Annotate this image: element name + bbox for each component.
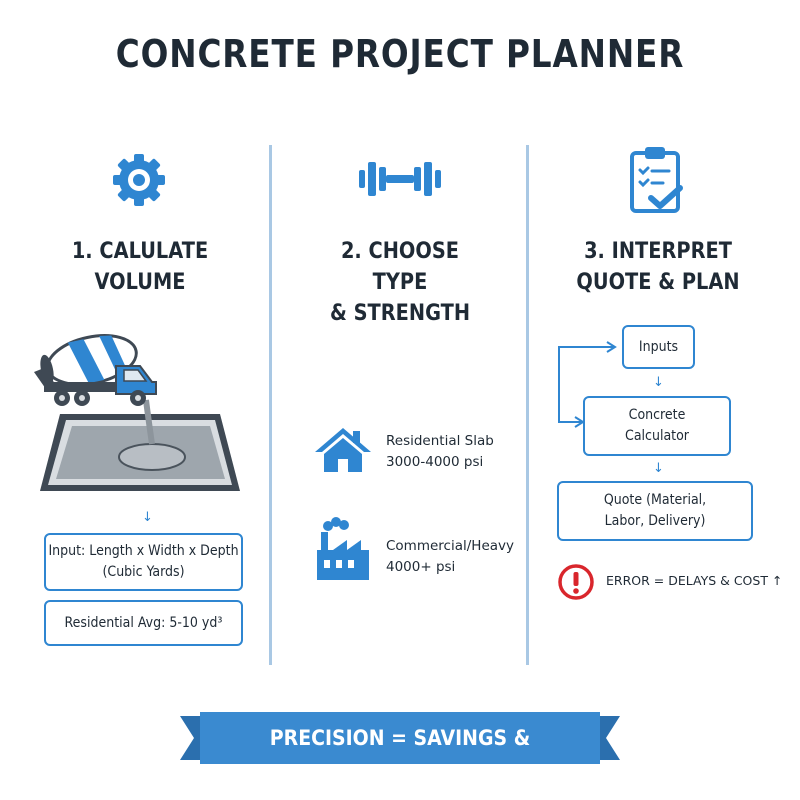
- precision-banner: PRECISION = SAVINGS & EFFICIENCY: [269, 726, 531, 790]
- inputs-box: Inputs: [622, 325, 695, 369]
- error-warning-text: ERROR = DELAYS & COST ↑: [606, 573, 783, 588]
- step-2-title: 2. CHOOSE TYPE & STRENGTH: [329, 239, 471, 326]
- banner-ribbon: [180, 712, 620, 768]
- house-icon: [313, 426, 373, 478]
- concrete-mixer-truck-illustration: [20, 326, 250, 500]
- residential-average-box: Residential Avg: 5-10 yd³: [44, 600, 243, 646]
- commercial-heavy-label: Commercial/Heavy 4000+ psi: [386, 538, 514, 575]
- down-arrow-icon: ↓: [653, 375, 664, 390]
- column-divider-right: [526, 145, 529, 665]
- column-divider-left: [269, 145, 272, 665]
- step-3-title: 3. INTERPRET QUOTE & PLAN: [576, 239, 740, 295]
- step-1-title: 1. CALULATE VOLUME: [71, 239, 209, 295]
- volume-input-box: Input: Length x Width x Depth (Cubic Yar…: [44, 533, 243, 591]
- feedback-loop-arrows: [555, 340, 635, 444]
- exclamation-icon: [557, 563, 595, 605]
- gear-icon: [110, 151, 168, 213]
- dumbbell-icon: [357, 158, 443, 204]
- clipboard-checklist-icon: [629, 144, 685, 220]
- residential-slab-label: Residential Slab 3000-4000 psi: [386, 433, 494, 470]
- page-title: CONCRETE PROJECT PLANNER: [115, 32, 685, 76]
- quote-box: Quote (Material, Labor, Delivery): [557, 481, 753, 541]
- down-arrow-icon: ↓: [653, 461, 664, 476]
- concrete-calculator-box: Concrete Calculator: [583, 396, 731, 456]
- factory-icon: [313, 516, 373, 586]
- down-arrow-icon: ↓: [142, 510, 153, 525]
